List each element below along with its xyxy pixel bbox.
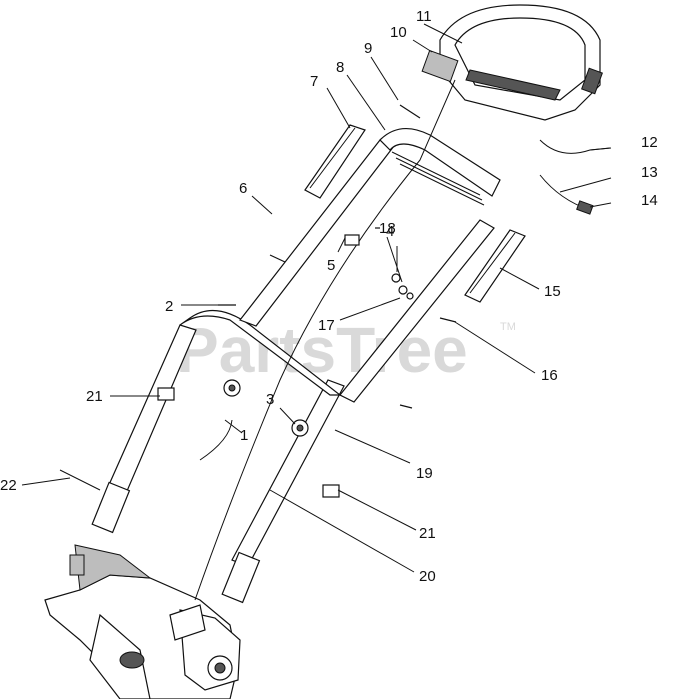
callout-2: 2 [165, 298, 173, 315]
callout-7: 7 [310, 73, 318, 90]
callout-1: 1 [240, 427, 248, 444]
callout-21a: 21 [86, 388, 103, 405]
lower-handle [91, 309, 345, 604]
callout-20: 20 [419, 568, 436, 585]
callout-labels: 1 2 3 4 5 6 7 8 9 10 11 12 13 14 15 16 1… [0, 8, 658, 585]
callout-18: 18 [379, 220, 396, 237]
callout-15: 15 [544, 283, 561, 300]
callout-19: 19 [416, 465, 433, 482]
callout-13: 13 [641, 164, 658, 181]
callout-9: 9 [364, 40, 372, 57]
callout-22: 22 [0, 477, 17, 494]
mower-deck [44, 544, 241, 699]
watermark-trademark: TM [500, 321, 516, 333]
watermark-text: PartsTree [176, 314, 468, 386]
callout-12: 12 [641, 134, 658, 151]
callout-3: 3 [266, 391, 274, 408]
leader-lines [21, 23, 612, 573]
callout-5: 5 [327, 257, 335, 274]
callout-8: 8 [336, 59, 344, 76]
callout-14: 14 [641, 192, 658, 209]
control-bail [421, 4, 603, 121]
cable-guide-7 [304, 124, 366, 199]
callout-17: 17 [318, 317, 335, 334]
callout-16: 16 [541, 367, 558, 384]
callout-4: 4 [386, 223, 394, 240]
cables [59, 79, 611, 601]
hardware [157, 104, 457, 498]
callout-21b: 21 [419, 525, 436, 542]
cable-guide-15 [464, 229, 526, 303]
upper-handle [239, 128, 501, 403]
callout-10: 10 [390, 24, 407, 41]
callout-6: 6 [239, 180, 247, 197]
callout-11: 11 [416, 8, 432, 25]
